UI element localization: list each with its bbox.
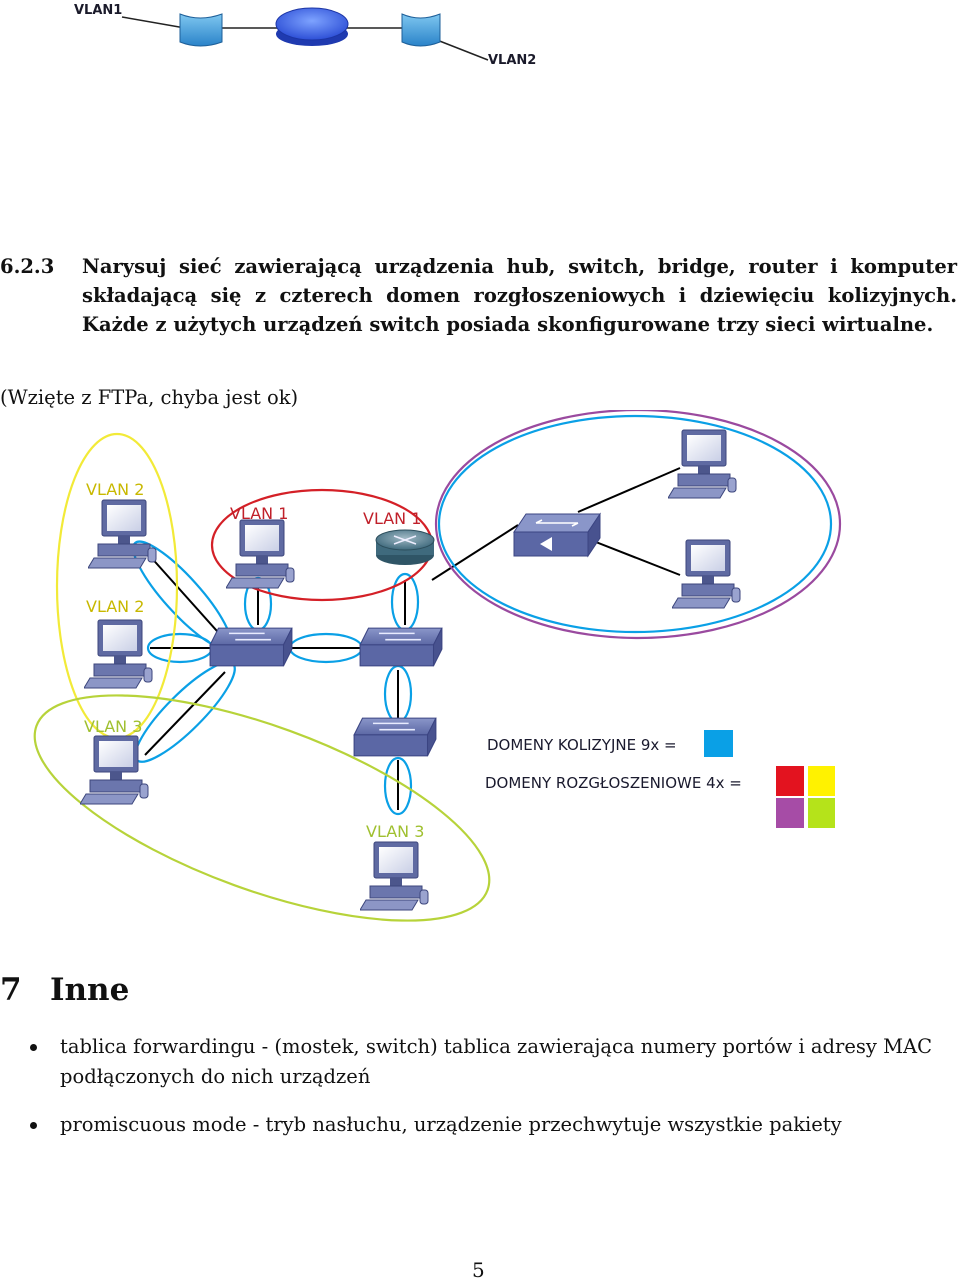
- top-diagram: VLAN1 VLAN2: [74, 3, 536, 68]
- router-icon: [375, 529, 435, 565]
- switch-icon: [359, 627, 443, 667]
- vlan-label: VLAN 2: [86, 597, 144, 616]
- legend-broadcast-swatch: [776, 766, 804, 796]
- page-number: 5: [472, 1258, 485, 1282]
- legend-broadcast-swatch: [776, 798, 804, 828]
- bullet-icon: [30, 1122, 37, 1129]
- pc-icon: [668, 429, 737, 499]
- pc-icon: [88, 499, 157, 569]
- list-item-text: tablica forwardingu - (mostek, switch) t…: [60, 1035, 933, 1088]
- pc-icon: [80, 735, 149, 805]
- top-vlan2-label: VLAN2: [488, 53, 536, 68]
- legend-collision-swatch: [704, 730, 733, 757]
- pc-icon: [360, 841, 429, 911]
- source-note: (Wzięte z FTPa, chyba jest ok): [0, 386, 299, 409]
- section-number: 7: [0, 972, 22, 1008]
- vlan-label: VLAN 1: [230, 504, 288, 523]
- pc-icon: [226, 519, 295, 589]
- list-item-text: promiscuous mode - tryb nasłuchu, urządz…: [60, 1113, 842, 1136]
- legend-collision-label: DOMENY KOLIZYJNE 9x =: [487, 736, 677, 754]
- legend-broadcast-label: DOMENY ROZGŁOSZENIOWE 4x =: [485, 774, 742, 792]
- legend-broadcast-swatch: [808, 766, 835, 796]
- section-title: Inne: [50, 972, 130, 1008]
- task-number: 6.2.3: [0, 255, 55, 278]
- pc-icon: [672, 539, 741, 609]
- network-figure: VLAN 2 VLAN 1 VLAN 1 VLAN 2 VLAN 3 VLAN …: [33, 410, 842, 922]
- vlan-label: VLAN 3: [84, 717, 142, 736]
- task-text: Narysuj sieć zawierającą urządzenia hub,…: [82, 255, 957, 336]
- bridge-icon: [513, 512, 601, 558]
- bullet-icon: [30, 1044, 37, 1051]
- pc-icon: [84, 619, 153, 689]
- vlan-label: VLAN 3: [366, 822, 424, 841]
- switch-icon: [353, 717, 437, 757]
- vlan-label: VLAN 2: [86, 480, 144, 499]
- vlan-label: VLAN 1: [363, 509, 421, 528]
- switch-icon: [209, 627, 293, 667]
- top-vlan1-label: VLAN1: [74, 3, 122, 18]
- legend-broadcast-swatch: [808, 798, 835, 828]
